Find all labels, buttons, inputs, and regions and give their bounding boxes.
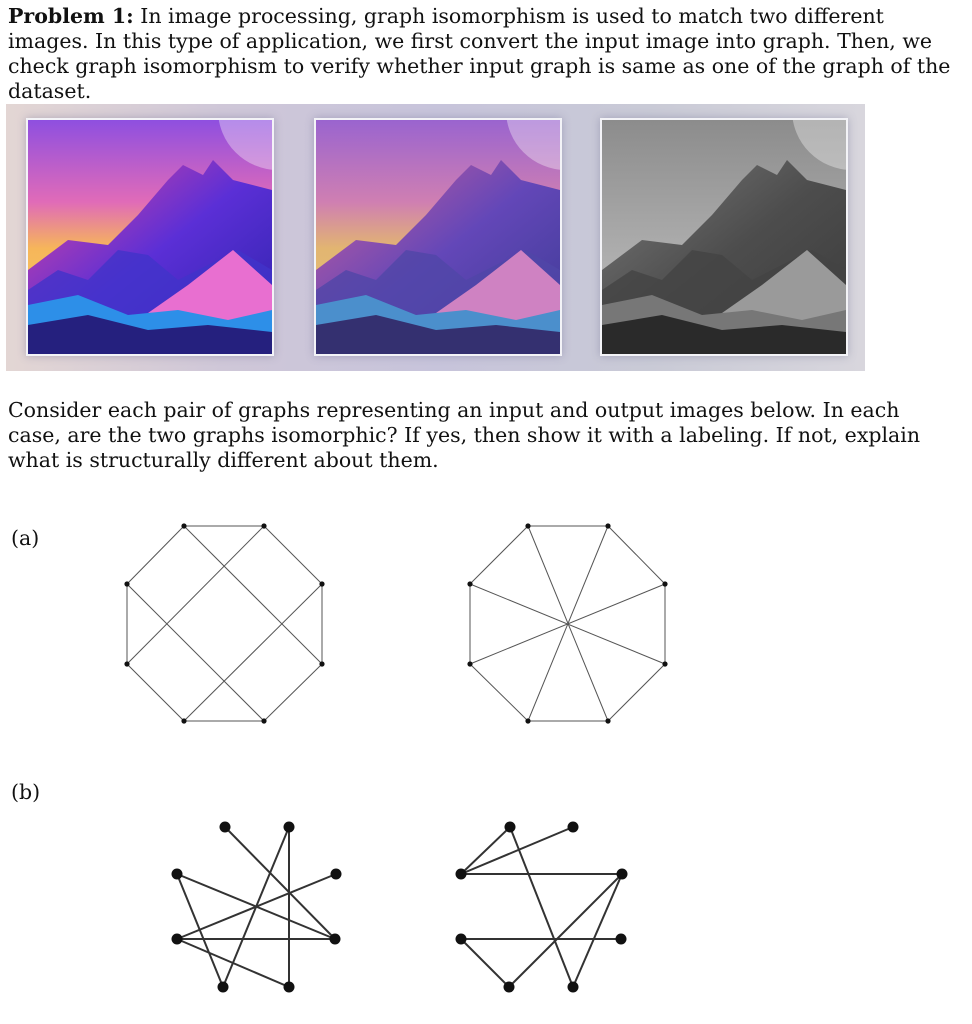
graph-vertex — [330, 868, 342, 880]
graph-vertex — [567, 981, 579, 993]
graph-vertex — [283, 821, 295, 833]
graph-vertex — [616, 868, 628, 880]
graph-vertex — [329, 933, 341, 945]
graph-b-right — [455, 821, 628, 993]
graph-vertex — [525, 523, 531, 529]
graph-vertex — [283, 981, 295, 993]
graph-edge — [460, 826, 574, 875]
problem-heading: Problem 1: — [8, 4, 134, 28]
graph-edge — [508, 873, 623, 988]
graph-edge — [469, 525, 529, 585]
question-text: Consider each pair of graphs representin… — [8, 398, 921, 472]
graph-vertex — [467, 581, 473, 587]
graph-vertex — [181, 718, 187, 724]
graph-vertex — [455, 933, 467, 945]
graph-edge — [469, 663, 529, 722]
graph-edge — [126, 525, 265, 665]
graph-edge — [176, 938, 290, 988]
graph-edge — [126, 663, 185, 722]
graph-edge — [572, 873, 623, 988]
graph-edge — [126, 583, 265, 722]
graph-edge — [469, 583, 666, 665]
image-grayscale — [600, 118, 848, 356]
graph-vertex — [124, 661, 130, 667]
graph-edge — [460, 826, 511, 875]
graph-vertex — [181, 523, 187, 529]
graph-vertex — [261, 718, 267, 724]
graph-edge — [183, 583, 323, 722]
graph-edge — [183, 525, 323, 665]
problem-intro-text: In image processing, graph isomorphism i… — [8, 4, 951, 103]
graph-vertex — [605, 718, 611, 724]
image-color — [26, 118, 274, 356]
graph-vertex — [567, 821, 579, 833]
graph-edge — [224, 826, 336, 940]
graph-vertex — [525, 718, 531, 724]
graph-vertex — [171, 868, 183, 880]
graph-vertex — [124, 581, 130, 587]
graph-edge — [607, 525, 666, 585]
graph-a-left — [124, 523, 325, 724]
graph-vertex — [171, 933, 183, 945]
problem-intro: Problem 1: In image processing, graph is… — [8, 4, 958, 104]
graph-edge — [607, 663, 666, 722]
graph-edge — [509, 826, 574, 988]
graph-a-right — [467, 523, 668, 724]
graph-vertex — [662, 581, 668, 587]
part-b-label: (b) — [11, 780, 41, 804]
graph-vertex — [455, 868, 467, 880]
graph-vertex — [319, 581, 325, 587]
part-a-label: (a) — [11, 526, 40, 550]
graph-edge — [263, 525, 323, 585]
graph-vertex — [467, 661, 473, 667]
graph-vertex — [217, 981, 229, 993]
image-strip — [6, 104, 865, 371]
image-muted — [314, 118, 562, 356]
graph-vertex — [261, 523, 267, 529]
graph-vertex — [219, 821, 231, 833]
graph-edge — [460, 938, 510, 988]
graph-b-left — [171, 821, 342, 993]
graph-edge — [263, 663, 323, 722]
graph-vertex — [504, 821, 516, 833]
graph-vertex — [615, 933, 627, 945]
graph-vertex — [662, 661, 668, 667]
graph-vertex — [503, 981, 515, 993]
graph-edge — [176, 873, 337, 940]
graph-vertex — [319, 661, 325, 667]
graph-edge — [126, 525, 185, 585]
graph-vertex — [605, 523, 611, 529]
